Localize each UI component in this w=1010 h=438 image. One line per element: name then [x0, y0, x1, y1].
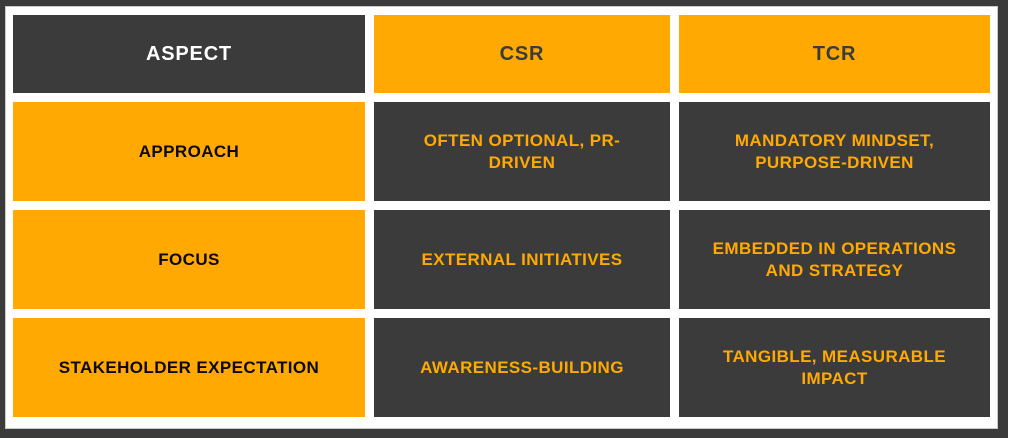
comparison-table: ASPECT CSR TCR APPROACH OFTEN OPTIONAL, … [13, 15, 990, 417]
tcr-value-focus: EMBEDDED IN OPERATIONS AND STRATEGY [679, 210, 990, 309]
csr-value-approach: OFTEN OPTIONAL, PR-DRIVEN [374, 102, 670, 201]
csr-value-focus: EXTERNAL INITIATIVES [374, 210, 670, 309]
header-cell-csr: CSR [374, 15, 670, 93]
row-label-approach: APPROACH [13, 102, 365, 201]
header-cell-aspect: ASPECT [13, 15, 365, 93]
csr-value-stakeholder-expectation: AWARENESS-BUILDING [374, 318, 670, 417]
tcr-value-stakeholder-expectation: TANGIBLE, MEASURABLE IMPACT [679, 318, 990, 417]
row-label-stakeholder-expectation: STAKEHOLDER EXPECTATION [13, 318, 365, 417]
tcr-value-approach: MANDATORY MINDSET, PURPOSE-DRIVEN [679, 102, 990, 201]
header-cell-tcr: TCR [679, 15, 990, 93]
row-label-focus: FOCUS [13, 210, 365, 309]
